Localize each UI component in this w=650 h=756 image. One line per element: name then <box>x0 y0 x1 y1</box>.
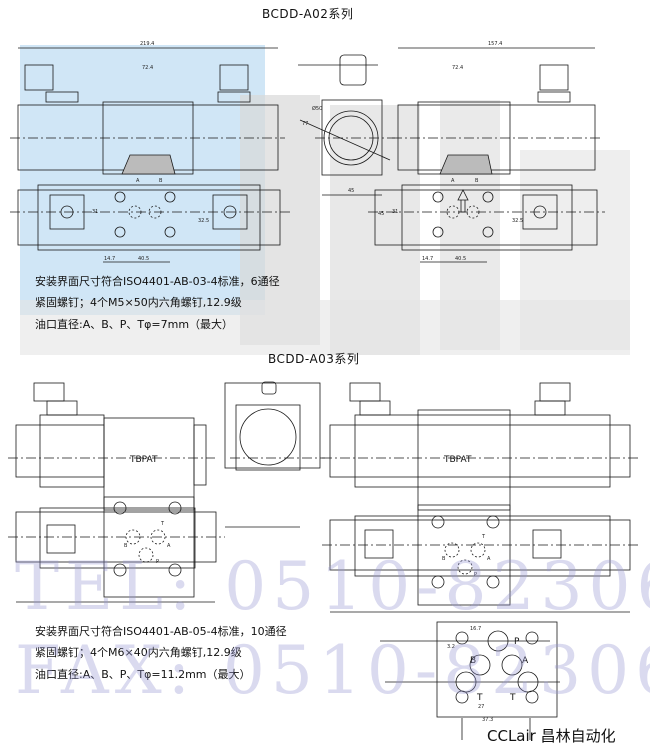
port-label: B <box>159 178 163 184</box>
dim-label: 31 <box>392 209 398 215</box>
a02-front-view-right <box>392 47 600 213</box>
a02-front-view-left <box>10 47 285 175</box>
section-title-a03: BCDD-A03系列 <box>268 352 360 366</box>
port-label: A <box>487 556 491 562</box>
dim-label: 72.4 <box>142 65 153 71</box>
dim-label: 32.5 <box>512 218 523 224</box>
port-label: B <box>442 556 446 562</box>
a02-bottom-view-right <box>368 184 605 263</box>
company-logo: CCLair 昌林自动化 <box>487 727 616 745</box>
dim-label: 31 <box>92 209 98 215</box>
spec-note: 安装界面尺寸符合ISO4401-AB-05-4标准，10通径 <box>35 625 287 638</box>
dim-label: 37.3 <box>482 717 493 723</box>
a03-front-view-left <box>8 382 215 511</box>
port-layout-diagram <box>380 621 560 740</box>
port-label: B <box>470 656 476 666</box>
port-label: A <box>522 656 529 666</box>
port-label: A <box>451 178 455 184</box>
port-label: A <box>136 178 140 184</box>
dim-label: 77 <box>302 121 308 127</box>
port-label: T <box>509 693 516 703</box>
port-label: T <box>160 521 165 527</box>
port-label: A <box>167 543 171 549</box>
spec-note: 油口直径:A、B、P、Tφ=11.2mm（最大） <box>35 668 251 681</box>
body-port-label: TBPAT <box>129 455 158 465</box>
dim-label: 3.2 <box>447 644 455 650</box>
fax-watermark: FAX: 0510-82306771 <box>15 632 650 709</box>
dim-label: 14.7 <box>104 256 115 262</box>
port-label: B <box>124 543 128 549</box>
dim-label: 40.5 <box>455 256 466 262</box>
dim-label: 219.4 <box>140 41 154 47</box>
a03-side-view <box>224 381 325 528</box>
tel-watermark: TEL: 0510-82306871 <box>15 548 650 625</box>
spec-note: 油口直径:A、B、P、Tφ=7mm（最大） <box>35 318 234 331</box>
dim-label: 40.5 <box>138 256 149 262</box>
a02-side-view <box>298 54 395 196</box>
spec-note: 安装界面尺寸符合ISO4401-AB-03-4标准，6通径 <box>35 275 280 288</box>
port-label: P <box>474 572 477 578</box>
spec-note: 紧固螺钉；4个M5×50内六角螺钉,12.9级 <box>35 296 242 309</box>
port-label: P <box>514 637 520 647</box>
dim-label: 157.4 <box>488 41 502 47</box>
a03-front-view-right <box>322 382 640 511</box>
port-label: B <box>475 178 479 184</box>
dim-label: 45 <box>378 211 384 217</box>
port-label: P <box>156 559 159 565</box>
dim-label: 14.7 <box>422 256 433 262</box>
port-label: T <box>481 534 486 540</box>
dim-label: 45 <box>348 188 354 194</box>
a02-bottom-view-left <box>10 184 290 263</box>
a03-bottom-view-right <box>322 504 640 613</box>
body-port-label: TBPAT <box>443 455 472 465</box>
dim-label: 72.4 <box>452 65 463 71</box>
a03-bottom-view-left <box>8 496 225 603</box>
dim-label: 16.7 <box>470 626 481 632</box>
dim-label: Ø50 <box>312 105 322 112</box>
dim-label: 27 <box>478 704 484 710</box>
spec-note: 紧固螺钉；4个M6×40内六角螺钉,12.9级 <box>35 646 242 659</box>
dim-label: 32.5 <box>198 218 209 224</box>
port-label: T <box>476 693 483 703</box>
watermark-chinese-band <box>20 300 630 355</box>
section-title-a02: BCDD-A02系列 <box>262 7 354 21</box>
